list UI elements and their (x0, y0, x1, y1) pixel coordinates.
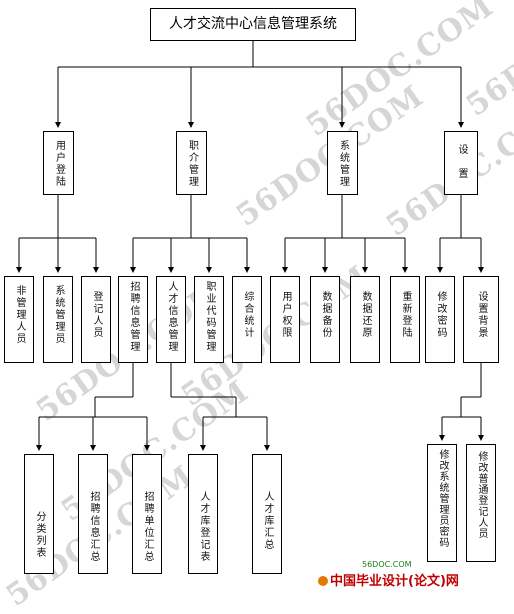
node-relogin: 重新登陆 (390, 276, 420, 363)
diagram-title: 人才交流中心信息管理系统 (150, 8, 356, 41)
node-talent-register: 人才库登记表 (188, 454, 218, 574)
node-label: 招聘信息汇总 (88, 491, 99, 563)
node-register-password: 修改普通登记人员 (466, 444, 496, 562)
node-job-management: 职介管理 (176, 131, 207, 195)
node-talent-summary: 人才库汇总 (252, 454, 282, 574)
node-label: 非管理人员 (14, 285, 25, 345)
footer-logo: 中国毕业设计(论文)网 (318, 570, 459, 589)
node-label: 系统管理 (337, 140, 349, 188)
node-non-admin: 非管理人员 (4, 276, 34, 363)
node-label: 系统管理员 (53, 285, 64, 345)
node-label: 登记人员 (91, 291, 102, 339)
node-restore: 数据还原 (350, 276, 380, 363)
node-recruit-unit-summary: 招聘单位汇总 (132, 454, 162, 574)
node-label: 数据还原 (360, 291, 371, 339)
node-label: 招聘单位汇总 (142, 491, 153, 563)
node-set-background: 设置背景 (463, 276, 499, 363)
node-label: 用户权限 (280, 291, 291, 339)
node-system-admin: 系统管理员 (43, 276, 73, 363)
node-label: 修改普通登记人员 (476, 451, 487, 539)
node-recruit-summary: 招聘信息汇总 (78, 454, 108, 574)
node-category-list: 分类列表 (24, 454, 54, 574)
footer-logo-text: 中国毕业设计(论文)网 (330, 574, 459, 589)
node-admin-password: 修改系统管理员密码 (427, 444, 457, 562)
connector-lines (16, 41, 484, 451)
node-label: 人才信息管理 (166, 281, 177, 353)
node-label: 分类列表 (34, 511, 45, 559)
node-talent-info: 人才信息管理 (156, 276, 186, 363)
node-system-management: 系统管理 (327, 131, 358, 195)
node-label: 重新登陆 (400, 291, 411, 339)
node-label: 用户登陆 (53, 140, 65, 188)
node-job-code: 职业代码管理 (194, 276, 224, 363)
node-recruit-info: 招聘信息管理 (118, 276, 148, 363)
node-label: 设置 (456, 144, 467, 192)
node-label: 职业代码管理 (204, 281, 215, 353)
node-label: 修改系统管理员密码 (437, 449, 448, 548)
footer-url: 56DOC.COM (362, 560, 412, 569)
node-label: 职介管理 (186, 140, 198, 188)
node-label: 数据备份 (320, 291, 331, 339)
node-label: 人才库汇总 (262, 491, 273, 551)
node-user-login: 用户登陆 (43, 131, 74, 195)
node-register-staff: 登记人员 (81, 276, 111, 363)
node-stats: 综合统计 (232, 276, 262, 363)
node-change-password: 修改密码 (425, 276, 455, 363)
node-settings: 设置 (444, 131, 478, 195)
node-backup: 数据备份 (310, 276, 340, 363)
node-user-rights: 用户权限 (270, 276, 300, 363)
node-label: 招聘信息管理 (128, 281, 139, 353)
node-label: 设置背景 (476, 291, 487, 339)
node-label: 人才库登记表 (198, 491, 209, 563)
node-label: 综合统计 (242, 291, 253, 339)
logo-icon (318, 576, 328, 586)
node-label: 修改密码 (435, 291, 446, 339)
